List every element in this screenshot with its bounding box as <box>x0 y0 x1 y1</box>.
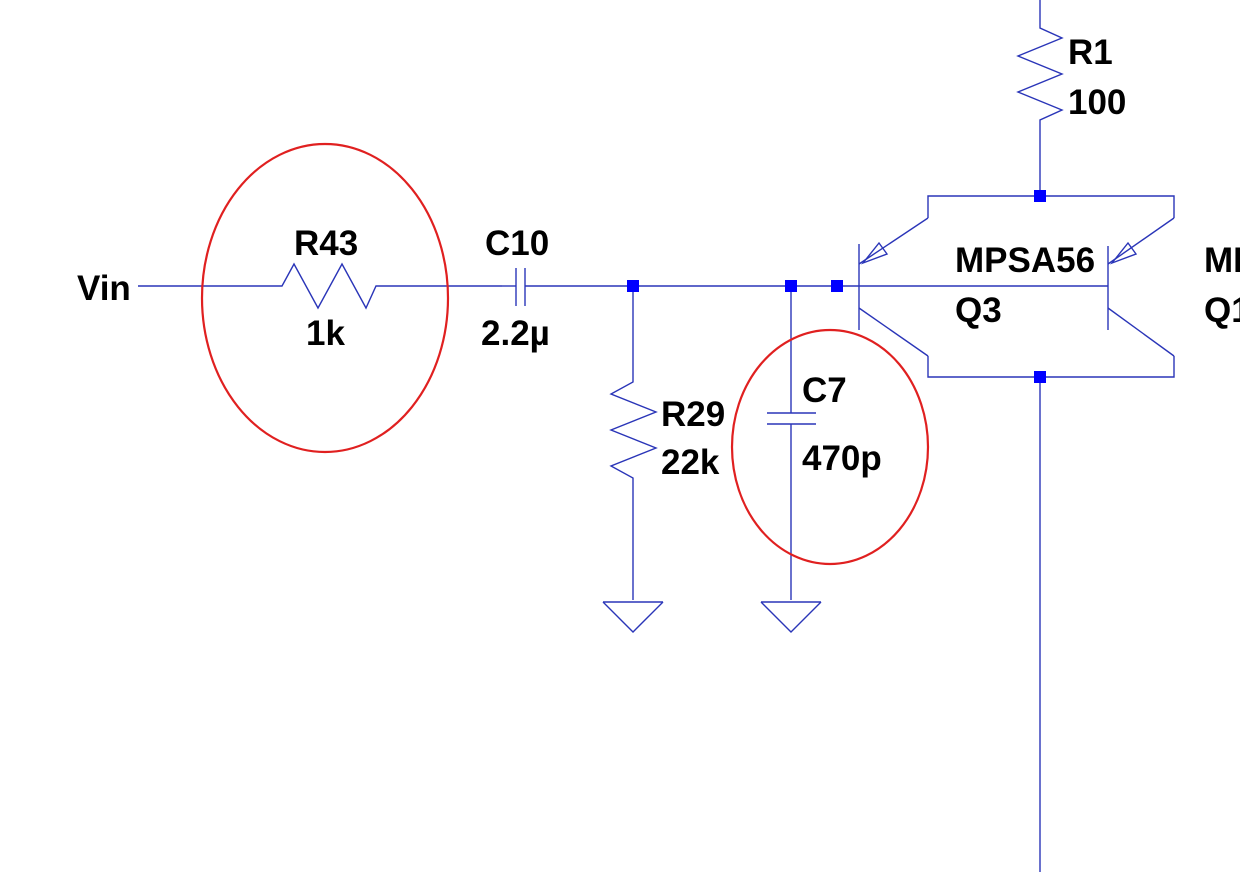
highlight-ellipse-c7 <box>730 328 930 566</box>
q3-transistor[interactable] <box>858 217 929 357</box>
r43-resistor[interactable] <box>138 262 502 310</box>
c10-capacitor[interactable] <box>502 268 856 306</box>
q1-transistor[interactable] <box>856 217 1175 357</box>
r1-value-label: 100 <box>1068 83 1126 122</box>
junction-dot <box>1034 190 1046 202</box>
junction-dot <box>831 280 843 292</box>
emitter-rail <box>927 195 1175 218</box>
r29-resistor[interactable] <box>609 286 658 600</box>
q1-ref-label: Q1 <box>1204 291 1240 330</box>
c7-ref-label: C7 <box>802 371 847 410</box>
highlight-ellipse-r43 <box>200 142 450 454</box>
ground-symbol-r29 <box>602 601 664 633</box>
collector-rail <box>927 356 1175 872</box>
c10-ref-label: C10 <box>485 224 549 263</box>
r43-value-label: 1k <box>306 314 345 353</box>
c7-value-label: 470p <box>802 439 882 478</box>
ground-symbol-c7 <box>760 601 822 633</box>
r29-value-label: 22k <box>661 443 720 482</box>
junction-dot <box>627 280 639 292</box>
r29-ref-label: R29 <box>661 395 725 434</box>
r43-ref-label: R43 <box>294 224 358 263</box>
junctions <box>627 190 1046 383</box>
q3-ref-label: Q3 <box>955 291 1002 330</box>
q1-model-label: MPSA56 <box>1204 241 1240 280</box>
c7-capacitor[interactable] <box>767 286 816 600</box>
r1-resistor[interactable] <box>1016 0 1064 196</box>
junction-dot <box>785 280 797 292</box>
q3-model-label: MPSA56 <box>955 241 1095 280</box>
r1-ref-label: R1 <box>1068 33 1113 72</box>
c10-value-label: 2.2µ <box>481 314 550 353</box>
vin-label: Vin <box>77 269 131 308</box>
junction-dot <box>1034 371 1046 383</box>
